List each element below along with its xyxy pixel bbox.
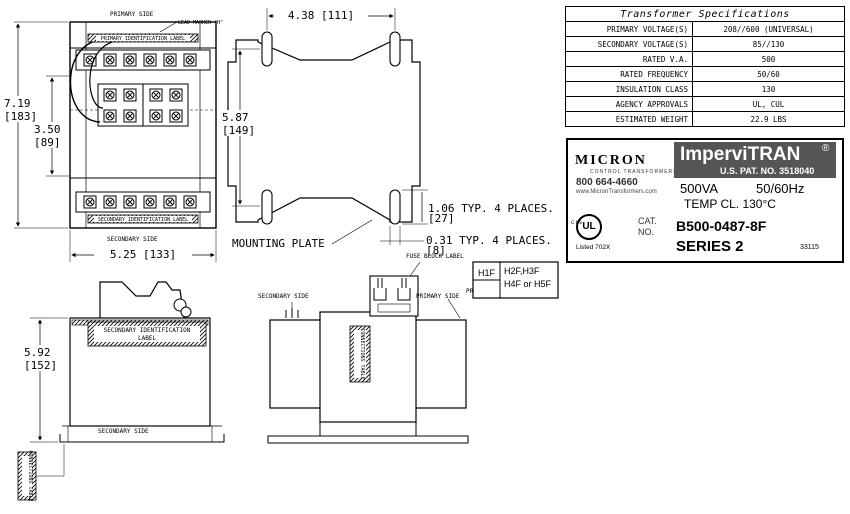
micron-caption: CONTROL TRANSFORMERS [590, 169, 678, 175]
website: www.MicronTransformers.com [576, 189, 657, 195]
spec-value: UL, CUL [692, 96, 845, 112]
spec-key: RATED V.A. [565, 51, 693, 67]
spec-value: 208//600 (UNIVERSAL) [692, 21, 845, 37]
spec-value: 130 [692, 81, 845, 97]
side-conn-table: CONNECTIONS TABLE [359, 328, 365, 379]
brand-banner [674, 142, 836, 178]
cat-label: CAT. [638, 216, 657, 226]
secondary-id-label: SECONDARY IDENTIFICATION LABEL [98, 217, 188, 223]
front-sec-id-label-1: SECONDARY IDENTIFICATION [104, 327, 191, 334]
phone-number: 800 664-4660 [576, 177, 638, 188]
secondary-side-label: SECONDARY SIDE [107, 236, 158, 243]
inner-height-in: 3.50 [34, 123, 61, 136]
spec-title: Transformer Specifications [565, 6, 845, 22]
front-height-in: 5.92 [24, 346, 51, 359]
spec-key: ESTIMATED WEIGHT [565, 111, 693, 127]
spec-value: 500 [692, 51, 845, 67]
spec-key: AGENCY APPROVALS [565, 96, 693, 112]
c-us-marks: c us [571, 220, 583, 226]
temp-class: TEMP CL. 130°C [684, 197, 776, 211]
primary-id-label: PRIMARY IDENTIFICATION LABEL [101, 36, 185, 42]
date-code: 33115 [800, 244, 819, 251]
cat-no-label: CAT.NO. [638, 216, 657, 238]
primary-side-label: PRIMARY SIDE [110, 11, 154, 18]
mounting-plate: 4.38 [111] 5.87 [149] MOUNTING PLATE 1.0… [220, 8, 554, 257]
top-view: PRIMARY IDENTIFICATION LABEL SECONDARY I… [2, 11, 223, 262]
top-height-in: 7.19 [4, 97, 31, 110]
inner-height-mm: [89] [34, 136, 61, 149]
fuse-h1f: H1F [478, 268, 496, 278]
brand-name: ImperviTRAN [680, 144, 801, 165]
spec-key: INSULATION CLASS [565, 81, 693, 97]
micron-logo: MICRON [575, 153, 647, 168]
slot-width: 0.31 TYP. 4 PLACES. [426, 234, 552, 247]
ul-listed-mark-icon: UL [576, 214, 602, 240]
fuse-block-label: FUSE BLOCK LABEL [406, 253, 464, 260]
spec-value: 22.9 LBS [692, 111, 845, 127]
fuse-h2f: H2F,H3F [504, 266, 540, 276]
side-view: SECONDARY SIDE PRIMARY SIDE PRIMARY SIDE… [258, 253, 510, 444]
no-label: NO. [638, 227, 655, 237]
fuse-h4f: H4F or H5F [504, 279, 552, 289]
nameplate: MICRON CONTROL TRANSFORMERS 800 664-4660… [566, 138, 844, 263]
front-height-mm: [152] [24, 359, 57, 372]
series: SERIES 2 [676, 238, 744, 255]
spec-value: 50/60 [692, 66, 845, 82]
top-height-mm: [183] [4, 110, 37, 123]
spec-row: SECONDARY VOLTAGE(S)85//130 [565, 36, 845, 52]
rated-va: 500VA [680, 181, 719, 196]
side-secondary-side: SECONDARY SIDE [258, 293, 309, 300]
plate-height-in: 5.87 [222, 111, 249, 124]
spec-key: SECONDARY VOLTAGE(S) [565, 36, 693, 52]
listed-code: Listed 702X [576, 244, 611, 251]
top-width: 5.25 [133] [110, 248, 176, 261]
plate-height-mm: [149] [222, 124, 255, 137]
part-number: B500-0487-8F [676, 218, 767, 234]
spec-row: PRIMARY VOLTAGE(S)208//600 (UNIVERSAL) [565, 21, 845, 37]
fuse-block-legend: H1F H2F,H3F H4F or H5F [472, 261, 559, 299]
front-secondary-side: SECONDARY SIDE [98, 428, 149, 435]
plate-width: 4.38 [111] [288, 9, 354, 22]
front-view: SECONDARY IDENTIFICATION LABEL SECONDARY… [17, 281, 225, 502]
mounting-plate-label: MOUNTING PLATE [232, 237, 325, 250]
lead-marker-label: LEAD MARKER "H" [178, 20, 223, 26]
side-primary-side: PRIMARY SIDE [416, 293, 460, 300]
spec-value: 85//130 [692, 36, 845, 52]
spec-row: RATED V.A.500 [565, 51, 845, 67]
slot-width-mm: [8] [426, 244, 446, 257]
front-sec-id-label-2: LABEL [138, 335, 156, 342]
spec-key: PRIMARY VOLTAGE(S) [565, 21, 693, 37]
slot-length-mm: [27] [428, 212, 455, 225]
spec-table: Transformer Specifications PRIMARY VOLTA… [565, 6, 845, 127]
patent-number: U.S. PAT. NO. 3518040 [720, 166, 815, 176]
front-conn-table: CONNECTIONS TABLE [27, 450, 33, 501]
registered-mark: ® [822, 143, 830, 154]
spec-key: RATED FREQUENCY [565, 66, 693, 82]
frequency: 50/60Hz [756, 181, 805, 196]
slot-length: 1.06 TYP. 4 PLACES. [428, 202, 554, 215]
